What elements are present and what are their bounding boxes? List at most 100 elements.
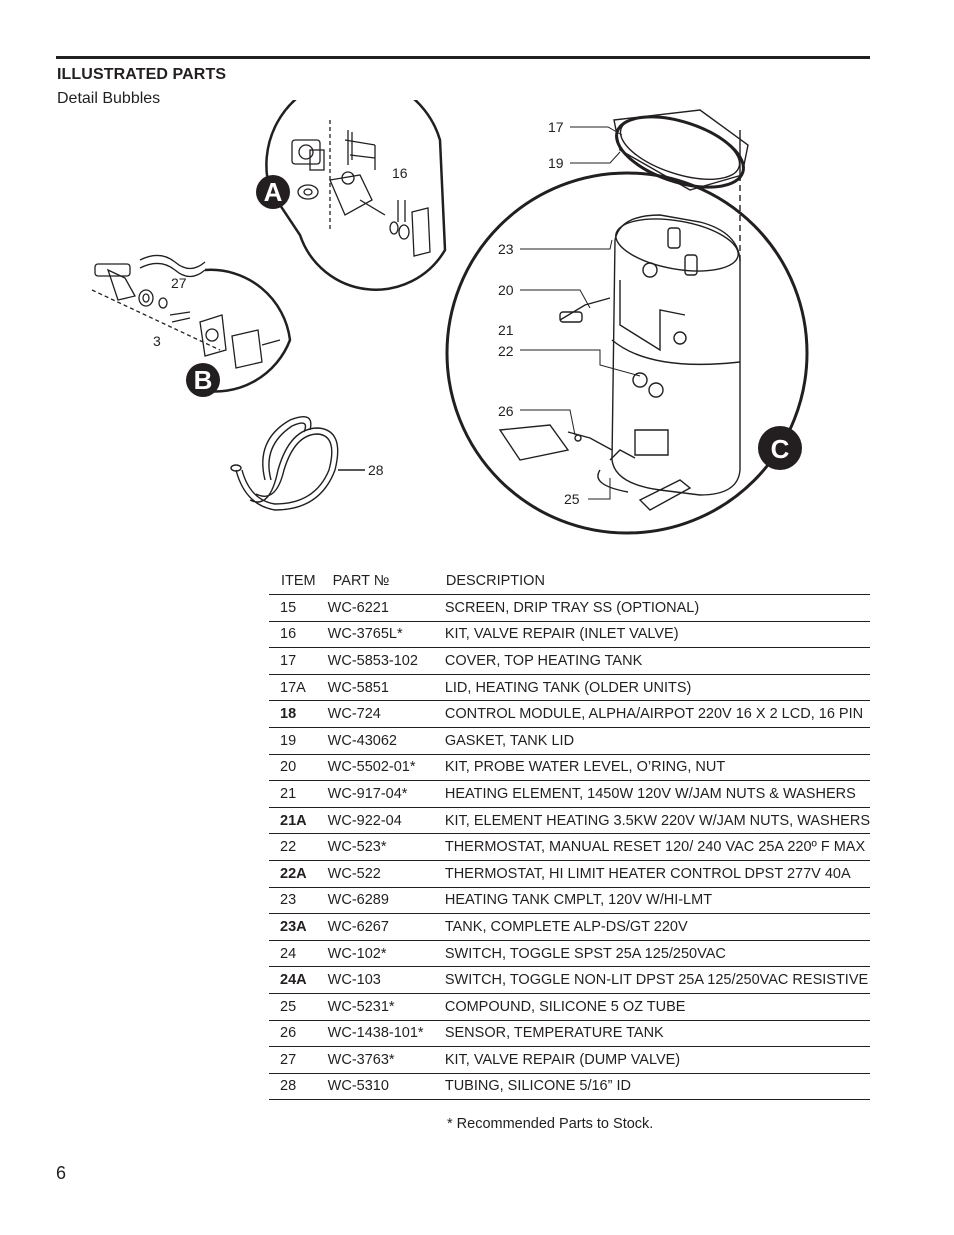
part-number-cell: WC-917-04* — [327, 780, 445, 808]
silicone-tubing — [230, 416, 365, 511]
part-number-cell: WC-3763* — [327, 1046, 445, 1074]
description-cell: THERMOSTAT, HI LIMIT HEATER CONTROL DPST… — [444, 860, 870, 888]
part-number-cell: WC-5310 — [327, 1073, 445, 1101]
callout-20: 20 — [498, 282, 514, 298]
part-number-cell: WC-3765L* — [327, 621, 445, 649]
page-subtitle: Detail Bubbles — [57, 90, 161, 107]
item-cell: 24A — [269, 966, 328, 994]
callout-17: 17 — [548, 119, 564, 135]
detail-bubble-b: B 27 3 — [91, 254, 292, 397]
callout-22: 22 — [498, 343, 514, 359]
part-number-cell: WC-724 — [327, 700, 445, 728]
item-cell: 15 — [269, 594, 328, 622]
description-cell: THERMOSTAT, MANUAL RESET 120/ 240 VAC 25… — [444, 833, 870, 861]
footnote: * Recommended Parts to Stock. — [447, 1116, 654, 1132]
bubble-c-letter: C — [771, 434, 790, 464]
callout-25: 25 — [564, 491, 580, 507]
item-cell: 20 — [269, 754, 328, 782]
description-cell: GASKET, TANK LID — [444, 727, 870, 755]
description-cell: HEATING ELEMENT, 1450W 120V W/JAM NUTS &… — [444, 780, 870, 808]
item-cell: 22A — [269, 860, 328, 888]
part-number-cell: WC-6221 — [327, 594, 445, 622]
part-number-cell: WC-522 — [327, 860, 445, 888]
callout-28: 28 — [368, 462, 384, 478]
description-cell: CONTROL MODULE, ALPHA/AIRPOT 220V 16 X 2… — [444, 700, 870, 728]
part-number-cell: WC-5851 — [327, 674, 445, 702]
callout-3: 3 — [153, 333, 161, 349]
callout-23: 23 — [498, 241, 514, 257]
part-number-cell: WC-103 — [327, 966, 445, 994]
item-cell: 22 — [269, 833, 328, 861]
part-number-cell: WC-43062 — [327, 727, 445, 755]
item-cell: 19 — [269, 727, 328, 755]
item-cell: 23 — [269, 887, 328, 915]
part-number-cell: WC-5502-01* — [327, 754, 445, 782]
bubble-a-letter: A — [264, 177, 283, 207]
description-cell: TUBING, SILICONE 5/16” ID — [444, 1073, 870, 1101]
header-part-number: PART № — [327, 568, 445, 595]
callout-19: 19 — [548, 155, 564, 171]
callout-21: 21 — [498, 322, 514, 338]
item-cell: 17A — [269, 674, 328, 702]
description-cell: KIT, PROBE WATER LEVEL, O’RING, NUT — [444, 754, 870, 782]
item-cell: 21A — [269, 807, 328, 835]
callout-26: 26 — [498, 403, 514, 419]
header-description: DESCRIPTION — [444, 568, 870, 595]
description-cell: KIT, ELEMENT HEATING 3.5KW 220V W/JAM NU… — [444, 807, 870, 835]
description-cell: COVER, TOP HEATING TANK — [444, 647, 870, 675]
description-cell: TANK, COMPLETE ALP-DS/GT 220V — [444, 913, 870, 941]
item-cell: 21 — [269, 780, 328, 808]
description-cell: KIT, VALVE REPAIR (INLET VALVE) — [444, 621, 870, 649]
part-number-cell: WC-6289 — [327, 887, 445, 915]
description-cell: COMPOUND, SILICONE 5 OZ TUBE — [444, 993, 870, 1021]
item-cell: 25 — [269, 993, 328, 1021]
table-header-row: ITEM PART № DESCRIPTION — [269, 568, 870, 595]
description-cell: KIT, VALVE REPAIR (DUMP VALVE) — [444, 1046, 870, 1074]
part-number-cell: WC-5231* — [327, 993, 445, 1021]
page-number: 6 — [56, 1163, 67, 1183]
item-cell: 16 — [269, 621, 328, 649]
item-cell: 18 — [269, 700, 328, 728]
item-cell: 17 — [269, 647, 328, 675]
detail-bubble-c: C 17 19 23 20 21 22 26 25 — [445, 109, 809, 535]
item-cell: 28 — [269, 1073, 328, 1101]
top-rule — [56, 56, 870, 59]
part-number-cell: WC-1438-101* — [327, 1020, 445, 1048]
callout-27: 27 — [171, 275, 187, 291]
header-item: ITEM — [269, 568, 328, 595]
part-number-cell: WC-6267 — [327, 913, 445, 941]
item-cell: 24 — [269, 940, 328, 968]
part-number-cell: WC-922-04 — [327, 807, 445, 835]
bubble-b-letter: B — [194, 365, 213, 395]
item-cell: 26 — [269, 1020, 328, 1048]
description-cell: SWITCH, TOGGLE SPST 25A 125/250VAC — [444, 940, 870, 968]
description-cell: HEATING TANK CMPLT, 120V W/HI-LMT — [444, 887, 870, 915]
description-cell: SENSOR, TEMPERATURE TANK — [444, 1020, 870, 1048]
part-number-cell: WC-523* — [327, 833, 445, 861]
part-number-cell: WC-102* — [327, 940, 445, 968]
item-cell: 23A — [269, 913, 328, 941]
detail-bubble-a: A 16 — [256, 100, 447, 291]
description-cell: SCREEN, DRIP TRAY SS (OPTIONAL) — [444, 594, 870, 622]
page-title: ILLUSTRATED PARTS — [57, 66, 227, 83]
